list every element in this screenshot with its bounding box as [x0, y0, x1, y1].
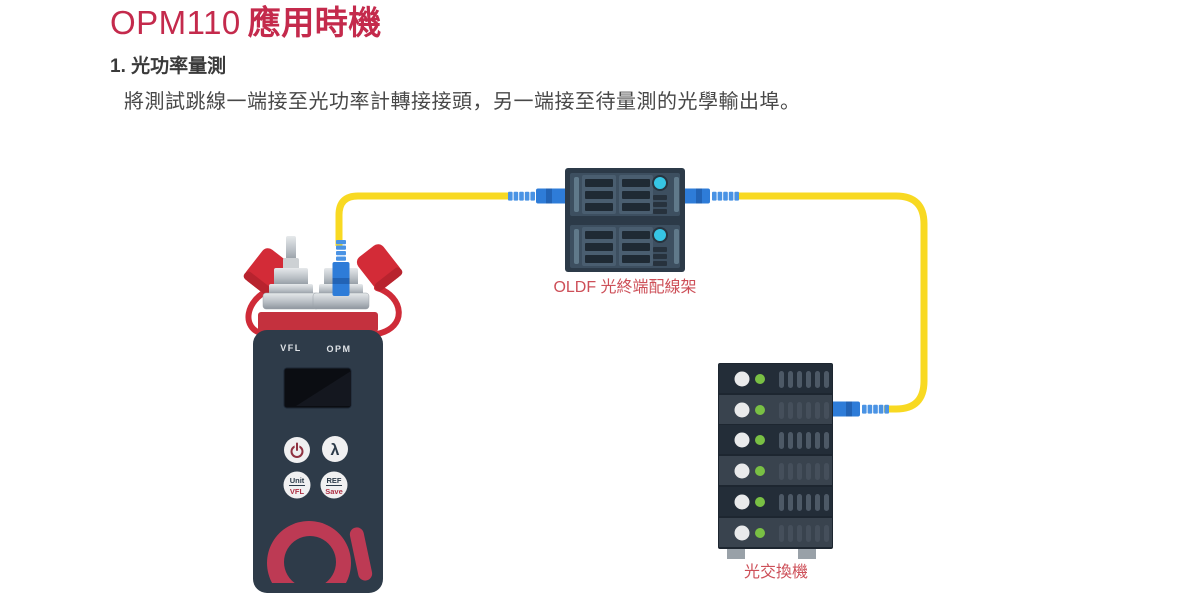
- rack-rail: [574, 229, 579, 264]
- switch-unit: [719, 364, 832, 393]
- connector-boot-segment: [717, 191, 723, 201]
- step-heading: 1. 光功率量測: [110, 55, 227, 77]
- switch-unit: [719, 395, 832, 424]
- indicator-white: [734, 463, 750, 479]
- connector-boot-segment: [336, 256, 346, 261]
- indicator-white: [734, 432, 750, 448]
- ferrule: [286, 236, 296, 262]
- step-description: 將測試跳線一端接至光功率計轉接接頭，另一端接至待量測的光學輸出埠。: [124, 90, 801, 113]
- oldf-unit: [570, 225, 680, 268]
- switch-foot: [798, 549, 816, 559]
- optical-switch: 光交換機: [718, 363, 833, 581]
- fiber-cable-oldf-to-switch: [736, 192, 928, 413]
- connector-boot-segment: [723, 191, 728, 201]
- switch-label: 光交換機: [744, 563, 808, 581]
- save-label: Save: [325, 487, 343, 496]
- ref-save-button: REF Save: [320, 471, 348, 499]
- switch-unit: [719, 425, 832, 454]
- indicator-white: [734, 525, 750, 541]
- opm-port-label: OPM: [326, 344, 351, 354]
- connector-boot-segment: [530, 191, 535, 201]
- status-led-green: [755, 466, 765, 476]
- connector-band: [332, 278, 350, 284]
- connector-boot-segment: [878, 404, 884, 414]
- lambda-icon: λ: [331, 442, 340, 459]
- connector-boot-segment: [862, 404, 867, 414]
- connector-boot-segment: [712, 191, 717, 201]
- connector-band: [546, 188, 552, 204]
- brand-swoosh: [267, 521, 373, 583]
- meter-display: [283, 367, 352, 409]
- connector-boot-segment: [734, 191, 739, 201]
- power-button: [284, 437, 310, 463]
- indicator-white: [734, 371, 750, 387]
- vfl-port: [262, 236, 320, 310]
- status-led-green: [755, 497, 765, 507]
- vfl-label: VFL: [290, 487, 305, 496]
- rack-rail: [674, 229, 679, 264]
- status-led-cyan: [652, 175, 668, 191]
- ref-label: REF: [327, 476, 342, 485]
- switch-unit: [719, 487, 832, 516]
- indicator-white: [734, 494, 750, 510]
- status-led-green: [755, 374, 765, 384]
- sc-connector-opm: [332, 240, 350, 296]
- vfl-port-label: VFL: [280, 343, 302, 353]
- indicator-white: [734, 402, 750, 418]
- fiber-cables: [335, 192, 928, 413]
- title-model: OPM110: [110, 4, 241, 41]
- switch-foot: [727, 549, 745, 559]
- switch-unit: [719, 518, 832, 547]
- sc-connector-switch: [828, 401, 889, 417]
- connector-boot-segment: [336, 251, 346, 256]
- sc-connector-oldf-left: [508, 188, 568, 204]
- title-suffix: 應用時機: [247, 4, 382, 41]
- status-led-cyan: [652, 227, 668, 243]
- meter-top-strip: [258, 312, 378, 332]
- dust-cap-right: [356, 244, 403, 291]
- connector-band: [846, 401, 852, 417]
- oldf-label: OLDF 光終端配線架: [553, 278, 696, 296]
- connector-boot-segment: [336, 240, 346, 245]
- status-led-green: [755, 405, 765, 415]
- unit-vfl-button: Unit VFL: [283, 471, 311, 499]
- connector-boot-segment: [508, 191, 513, 201]
- connector-boot-segment: [884, 404, 889, 414]
- connector-boot-segment: [519, 191, 524, 201]
- power-icon: [290, 442, 304, 458]
- connector-boot-segment: [524, 191, 530, 201]
- connector-boot-segment: [873, 404, 878, 414]
- rack-rail: [574, 177, 579, 212]
- status-led-green: [755, 435, 765, 445]
- unit-label: Unit: [290, 476, 305, 485]
- oldf-patch-panel: OLDF 光終端配線架: [553, 168, 697, 296]
- optical-power-meter: VFL OPM λ Unit VFL REF: [243, 236, 403, 593]
- wavelength-button: λ: [322, 436, 348, 462]
- connector-boot-segment: [513, 191, 519, 201]
- dust-cap-strap-right: [374, 285, 402, 337]
- rack-rail: [674, 177, 679, 212]
- oldf-unit: [570, 173, 680, 216]
- connector-boot-segment: [867, 404, 873, 414]
- status-led-green: [755, 528, 765, 538]
- sc-connector-oldf-right: [678, 188, 739, 204]
- switch-unit: [719, 456, 832, 485]
- connector-boot-segment: [728, 191, 734, 201]
- fiber-cable-meter-to-oldf: [335, 192, 510, 246]
- connector-boot-segment: [336, 245, 346, 250]
- connector-band: [696, 188, 702, 204]
